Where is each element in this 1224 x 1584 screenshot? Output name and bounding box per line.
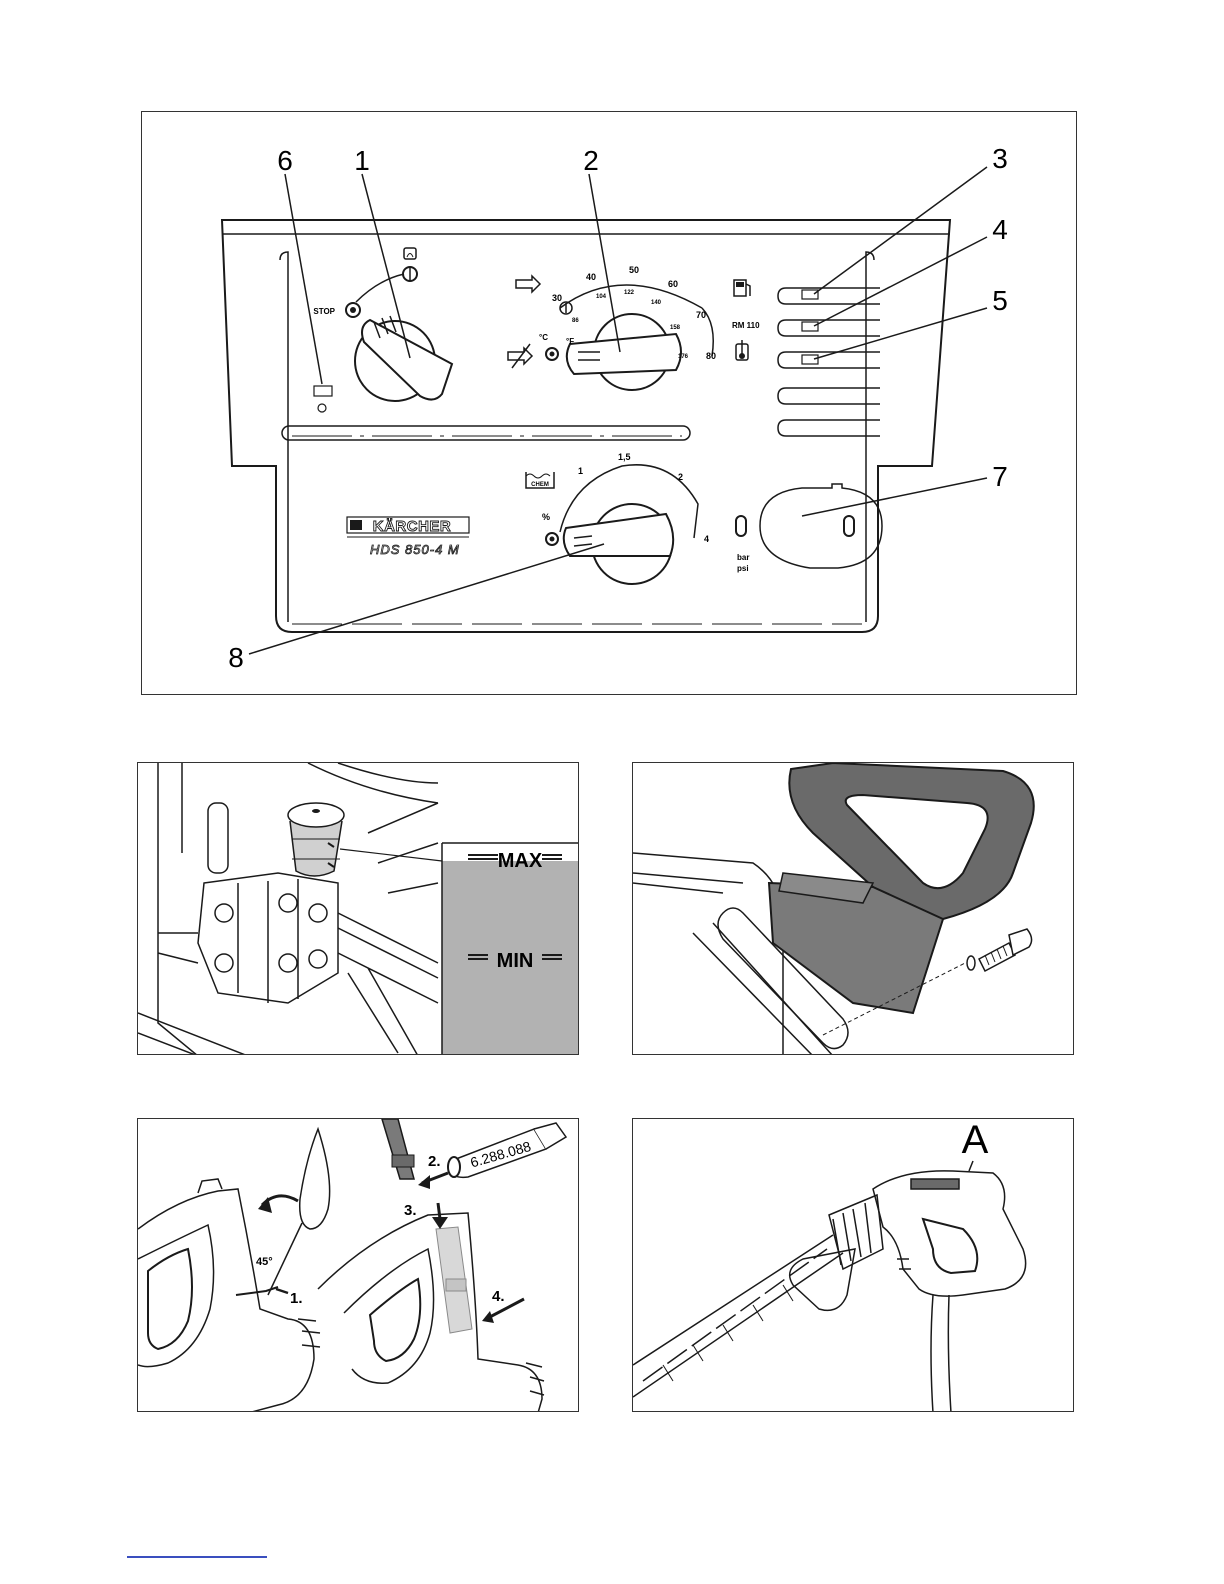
stop-label: STOP [313,307,335,316]
callout-7: 7 [992,461,1008,492]
burner-off-icon [508,344,532,368]
footer-link-line[interactable] [127,1556,267,1558]
handle-mount-figure [632,762,1074,1055]
temp-tick-f: 122 [624,290,635,296]
brand-logo: KÄRCHER [373,518,452,535]
temperature-knob [567,334,681,374]
temp-tick-f: 158 [670,325,681,331]
temp-tick-c: 80 [706,351,716,361]
rm-label: RM 110 [732,321,760,330]
chem-tick: 4 [704,534,709,544]
oil-max-label: MAX [498,850,543,872]
spray-lance [633,1235,855,1397]
temp-tick-c: 70 [696,310,706,320]
fuel-icon [734,280,750,296]
pressure-gauge [736,484,882,568]
unit-celsius: °C [539,333,548,342]
temp-tick-c: 30 [552,293,562,303]
pump-illustration [138,763,438,1055]
step-3-label: 3. [404,1202,417,1219]
spray-gun-figure: A [632,1118,1074,1412]
callout-1: 1 [354,145,370,176]
step-2-label: 2. [428,1153,441,1170]
chem-percent-label: % [542,512,550,522]
burner-icon [404,248,416,259]
screwdriver-tool [268,1129,330,1295]
chem-tick: 2 [678,472,683,482]
model-label: HDS 850-4 M [370,542,460,557]
main-switch-knob [362,320,452,400]
gun-handle-right [318,1213,544,1412]
temp-tick-c: 60 [668,279,678,289]
callout-4: 4 [992,214,1008,245]
water-arrow-icon [516,276,540,292]
oil-level-figure: MAX MIN [137,762,579,1055]
detergent-knob [564,514,673,556]
callout-8: 8 [228,642,244,673]
gun-body [829,1171,1026,1412]
temp-tick-c: 50 [629,265,639,275]
callout-6: 6 [277,145,293,176]
temp-tick-f: 104 [596,294,607,300]
gauge-unit-bar: bar [737,553,749,562]
oil-reservoir [288,803,442,876]
detergent-icon: CHEM [526,472,554,488]
chem-label: CHEM [531,482,549,488]
temp-tick-c: 40 [586,272,596,282]
control-panel-figure: STOP 30 40 50 60 70 80 86 104 122 140 15… [141,111,1077,695]
unit-fahrenheit: °F [566,337,574,346]
temp-tick-f: 176 [678,354,689,360]
angle-label: 45° [256,1256,273,1268]
gauge-unit-psi: psi [737,564,749,573]
hose [382,1119,414,1179]
oil-min-label: MIN [497,950,534,972]
assembly-tool: 6.288.088 [448,1123,566,1177]
step-1-label: 1. [290,1290,303,1307]
nozzle-insert [436,1227,472,1333]
callout-5: 5 [992,285,1008,316]
callout-2: 2 [583,145,599,176]
temp-tick-f: 140 [651,300,662,306]
indicator-lamp-6 [314,386,332,396]
indicator-slots [778,288,880,436]
nozzle-steps-figure: 45° 1. 6.288.088 2. 3. [137,1118,579,1412]
step-4-label: 4. [492,1288,505,1305]
mounting-screw [967,929,1032,971]
chem-tick: 1,5 [618,452,631,462]
chem-tick: 1 [578,466,583,476]
temp-tick-f: 86 [572,318,579,324]
callout-3: 3 [992,143,1008,174]
gun-label-a: A [962,1119,989,1162]
thermometer-icon [736,340,748,360]
